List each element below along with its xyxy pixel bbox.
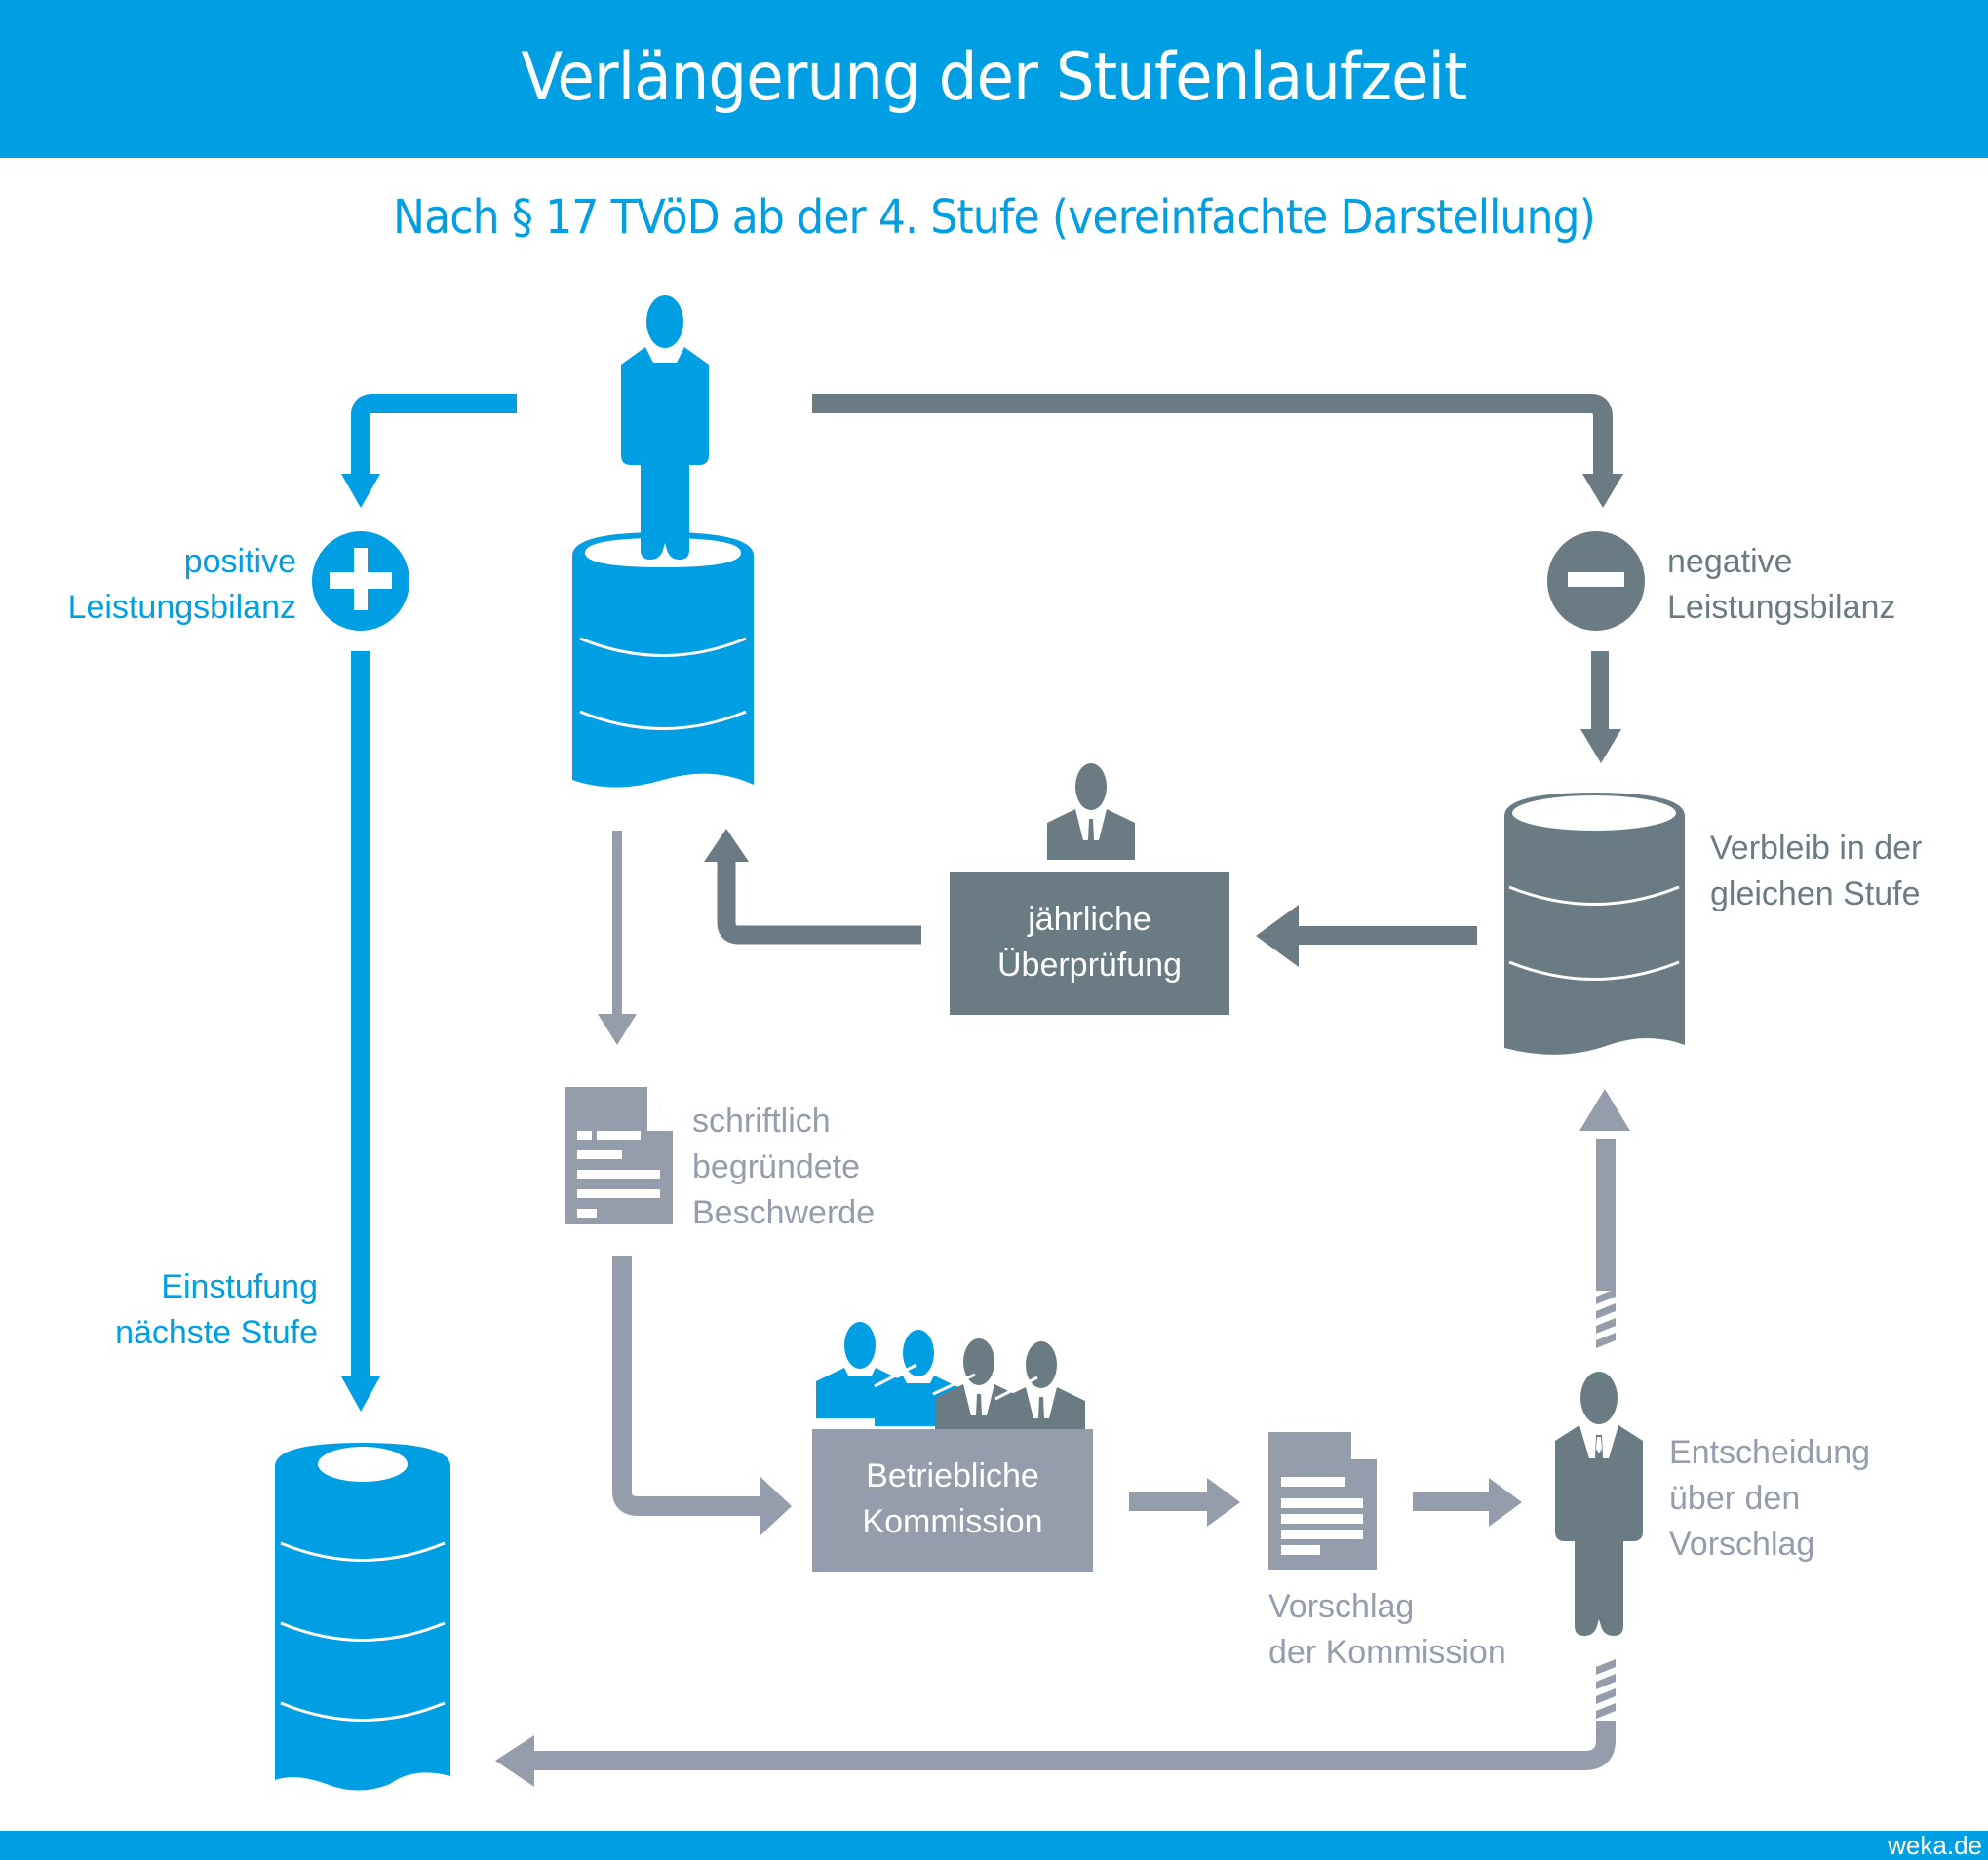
decision-label-line2: über den — [1669, 1480, 1801, 1517]
header-bar: Verlängerung der Stufenlaufzeit — [0, 0, 1988, 158]
barrel-current-level — [572, 532, 754, 788]
footer-bar: weka.de — [0, 1831, 1988, 1860]
review-label: jährliche Überprüfung — [950, 897, 1229, 988]
proposal-label-line2: der Kommission — [1268, 1634, 1506, 1671]
arrow-head-decision — [1489, 1478, 1522, 1527]
arrow-decision-to-same-level — [1579, 1089, 1630, 1348]
employee-on-barrel — [572, 295, 754, 788]
brand-link[interactable]: weka.de — [1888, 1831, 1982, 1860]
decision-label: Entscheidung über den Vorschlag — [1669, 1430, 1870, 1568]
same-level-label-line2: gleichen Stufe — [1710, 875, 1921, 912]
arrow-head-review — [1256, 905, 1299, 967]
same-level-label-line1: Verbleib in der — [1710, 830, 1923, 867]
arrow-to-commission — [612, 1256, 765, 1516]
arrow-to-review — [1297, 926, 1477, 945]
decision-label-line1: Entscheidung — [1669, 1434, 1871, 1471]
reviewer-icon — [1047, 763, 1135, 860]
same-level-label: Verbleib in der gleichen Stufe — [1710, 826, 1922, 917]
decision-label-line3: Vorschlag — [1669, 1526, 1815, 1563]
decision-maker-icon — [1555, 1372, 1643, 1636]
next-level-label-line2: nächste Stufe — [115, 1314, 318, 1351]
barrel-same-level — [1504, 793, 1685, 1055]
arrow-to-same-level — [1591, 651, 1609, 731]
arrow-head-same-level — [1580, 729, 1621, 763]
page-subtitle: Nach § 17 TVöD ab der 4. Stufe (vereinfa… — [393, 190, 1596, 245]
negative-label-line1: negative — [1667, 543, 1793, 580]
commission-label-line2: Kommission — [862, 1503, 1043, 1540]
page-title: Verlängerung der Stufenlaufzeit — [521, 39, 1467, 116]
arrow-to-positive — [351, 394, 517, 476]
positive-label-line1: positive — [183, 543, 296, 580]
arrow-to-next-level — [351, 651, 370, 1392]
arrow-head-review-to-top — [704, 829, 749, 862]
arrow-to-proposal — [1129, 1492, 1207, 1511]
arrow-to-complaint — [612, 831, 622, 1026]
complaint-label-line3: Beschwerde — [692, 1194, 876, 1231]
proposal-label: Vorschlag der Kommission — [1268, 1584, 1506, 1676]
arrow-to-negative — [812, 394, 1613, 476]
barrel-next-level — [275, 1443, 450, 1791]
arrow-head-positive — [341, 474, 380, 508]
next-level-label-line1: Einstufung — [161, 1268, 318, 1305]
arrow-decision-to-next-level — [495, 1659, 1616, 1787]
proposal-label-line1: Vorschlag — [1268, 1588, 1415, 1625]
positive-label-line2: Leistungsbilanz — [67, 589, 296, 626]
complaint-label-line2: begründete — [692, 1148, 861, 1185]
commission-label: Betriebliche Kommission — [812, 1453, 1093, 1545]
arrow-review-to-top — [717, 858, 921, 945]
employee-icon — [621, 295, 709, 560]
next-level-label: Einstufung nächste Stufe — [58, 1264, 318, 1356]
negative-label-line2: Leistungsbilanz — [1667, 589, 1896, 626]
review-label-line1: jährliche — [1028, 901, 1151, 938]
review-box — [950, 872, 1229, 1015]
arrow-to-decision — [1413, 1492, 1491, 1511]
positive-label: positive Leistungsbilanz — [58, 539, 296, 631]
arrow-head-next-level — [341, 1376, 380, 1412]
commission-members — [816, 1322, 1085, 1438]
arrow-head-negative — [1582, 474, 1623, 508]
complaint-label-line1: schriftlich — [692, 1103, 831, 1140]
complaint-document-icon — [565, 1087, 673, 1224]
plus-circle-icon — [312, 531, 409, 631]
commission-box — [812, 1429, 1093, 1572]
review-label-line2: Überprüfung — [996, 947, 1182, 984]
arrow-head-proposal — [1207, 1478, 1240, 1527]
proposal-document-icon — [1268, 1432, 1377, 1570]
arrow-head-complaint — [598, 1014, 637, 1045]
arrow-head-commission — [760, 1477, 792, 1535]
minus-circle-icon — [1547, 531, 1645, 631]
negative-label: negative Leistungsbilanz — [1667, 539, 1895, 631]
complaint-label: schriftlich begründete Beschwerde — [692, 1099, 875, 1236]
commission-label-line1: Betriebliche — [866, 1457, 1039, 1494]
